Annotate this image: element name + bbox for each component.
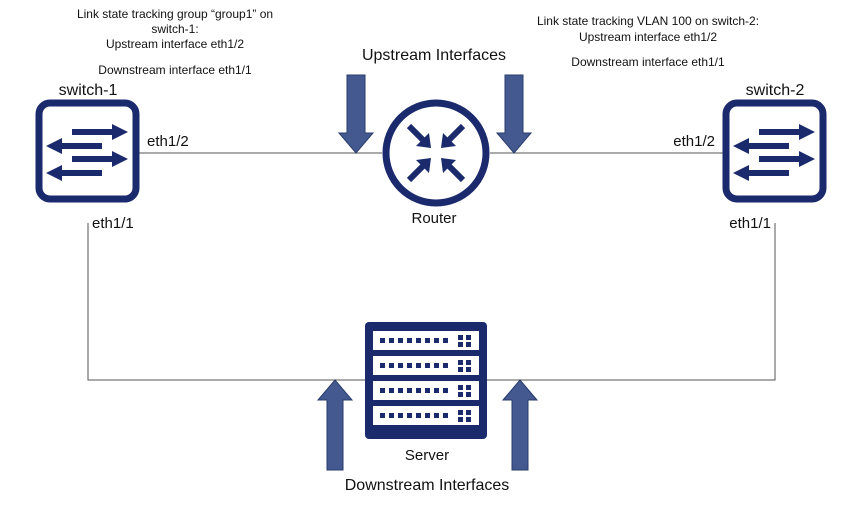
upstream-arrows bbox=[337, 74, 533, 154]
server-port-icon bbox=[443, 338, 448, 343]
switch-1-port-down: eth1/1 bbox=[92, 215, 134, 232]
downstream-arrows bbox=[316, 379, 539, 471]
server-port-icon bbox=[416, 388, 421, 393]
server-led-icon bbox=[458, 385, 463, 390]
link-switch1-server bbox=[87, 223, 365, 381]
switch-2-device bbox=[722, 99, 827, 203]
arrows-icon bbox=[46, 124, 128, 181]
server-port-icon bbox=[416, 413, 421, 418]
server-port-icon bbox=[434, 388, 439, 393]
server-led-icon bbox=[458, 360, 463, 365]
server-led-icon bbox=[458, 417, 463, 422]
switch-2-port-up: eth1/2 bbox=[673, 133, 715, 150]
server-port-icon bbox=[389, 413, 394, 418]
links bbox=[87, 152, 776, 381]
server-port-icon bbox=[389, 363, 394, 368]
server-port-icon bbox=[398, 413, 403, 418]
server-led-icon bbox=[458, 342, 463, 347]
note-switch2-line3: Downstream interface eth1/1 bbox=[571, 55, 725, 69]
note-switch1-line3: Upstream interface eth1/2 bbox=[106, 37, 244, 51]
server-led-icon bbox=[466, 342, 471, 347]
router-label: Router bbox=[411, 210, 456, 227]
server-port-icon bbox=[425, 388, 430, 393]
up-arrow-icon bbox=[316, 379, 354, 471]
server-port-icon bbox=[434, 413, 439, 418]
switch-1-label: switch-1 bbox=[59, 82, 118, 99]
server-port-icon bbox=[389, 338, 394, 343]
switch-2-label: switch-2 bbox=[746, 82, 805, 99]
server-port-icon bbox=[407, 363, 412, 368]
server-port-icon bbox=[425, 338, 430, 343]
server-led-icon bbox=[458, 392, 463, 397]
down-arrow-icon bbox=[337, 74, 375, 154]
server-port-icon bbox=[443, 413, 448, 418]
server-led-icon bbox=[466, 367, 471, 372]
switch-2-port-down: eth1/1 bbox=[729, 215, 771, 232]
server-port-icon bbox=[398, 363, 403, 368]
server-port-icon bbox=[425, 413, 430, 418]
server-port-icon bbox=[434, 363, 439, 368]
router-device bbox=[382, 99, 490, 207]
server-port-icon bbox=[389, 388, 394, 393]
server-port-icon bbox=[398, 338, 403, 343]
note-switch2-line1: Link state tracking VLAN 100 on switch-2… bbox=[537, 14, 759, 28]
server-port-icon bbox=[425, 363, 430, 368]
server-led-icon bbox=[466, 360, 471, 365]
server-port-icon bbox=[407, 413, 412, 418]
note-switch2-line2: Upstream interface eth1/2 bbox=[579, 30, 717, 44]
note-switch1-line2: switch-1: bbox=[151, 22, 198, 36]
server-led-icon bbox=[458, 410, 463, 415]
server-port-icon bbox=[380, 413, 385, 418]
server-port-icon bbox=[407, 338, 412, 343]
server-port-icon bbox=[416, 363, 421, 368]
server-port-icon bbox=[398, 388, 403, 393]
up-arrow-icon bbox=[501, 379, 539, 471]
downstream-interfaces-label: Downstream Interfaces bbox=[345, 477, 510, 494]
switch-icon bbox=[35, 99, 140, 203]
server-led-icon bbox=[466, 392, 471, 397]
server-led-icon bbox=[466, 417, 471, 422]
note-switch1-line4: Downstream interface eth1/1 bbox=[98, 63, 252, 77]
server-label: Server bbox=[405, 447, 449, 464]
switch-1-port-up: eth1/2 bbox=[147, 133, 189, 150]
server-port-icon bbox=[380, 388, 385, 393]
arrows-icon bbox=[733, 124, 815, 181]
server-led-icon bbox=[458, 335, 463, 340]
server-led-icon bbox=[466, 335, 471, 340]
server-units bbox=[373, 331, 479, 425]
router-arrows-icon bbox=[406, 123, 466, 183]
server-port-icon bbox=[416, 338, 421, 343]
server-port-icon bbox=[434, 338, 439, 343]
server-led-icon bbox=[466, 385, 471, 390]
server-led-icon bbox=[458, 367, 463, 372]
note-switch1-line1: Link state tracking group “group1” on bbox=[77, 7, 273, 21]
upstream-interfaces-label: Upstream Interfaces bbox=[362, 47, 506, 64]
server-device bbox=[365, 322, 487, 439]
switch-icon bbox=[722, 99, 827, 203]
switch-1-device bbox=[35, 99, 140, 203]
server-port-icon bbox=[380, 363, 385, 368]
down-arrow-icon bbox=[495, 74, 533, 154]
server-port-icon bbox=[443, 363, 448, 368]
server-port-icon bbox=[443, 388, 448, 393]
server-port-icon bbox=[407, 388, 412, 393]
server-led-icon bbox=[466, 410, 471, 415]
router-icon bbox=[382, 99, 490, 207]
server-led-icons bbox=[380, 335, 471, 422]
server-port-icon bbox=[380, 338, 385, 343]
link-switch2-server bbox=[487, 223, 776, 381]
